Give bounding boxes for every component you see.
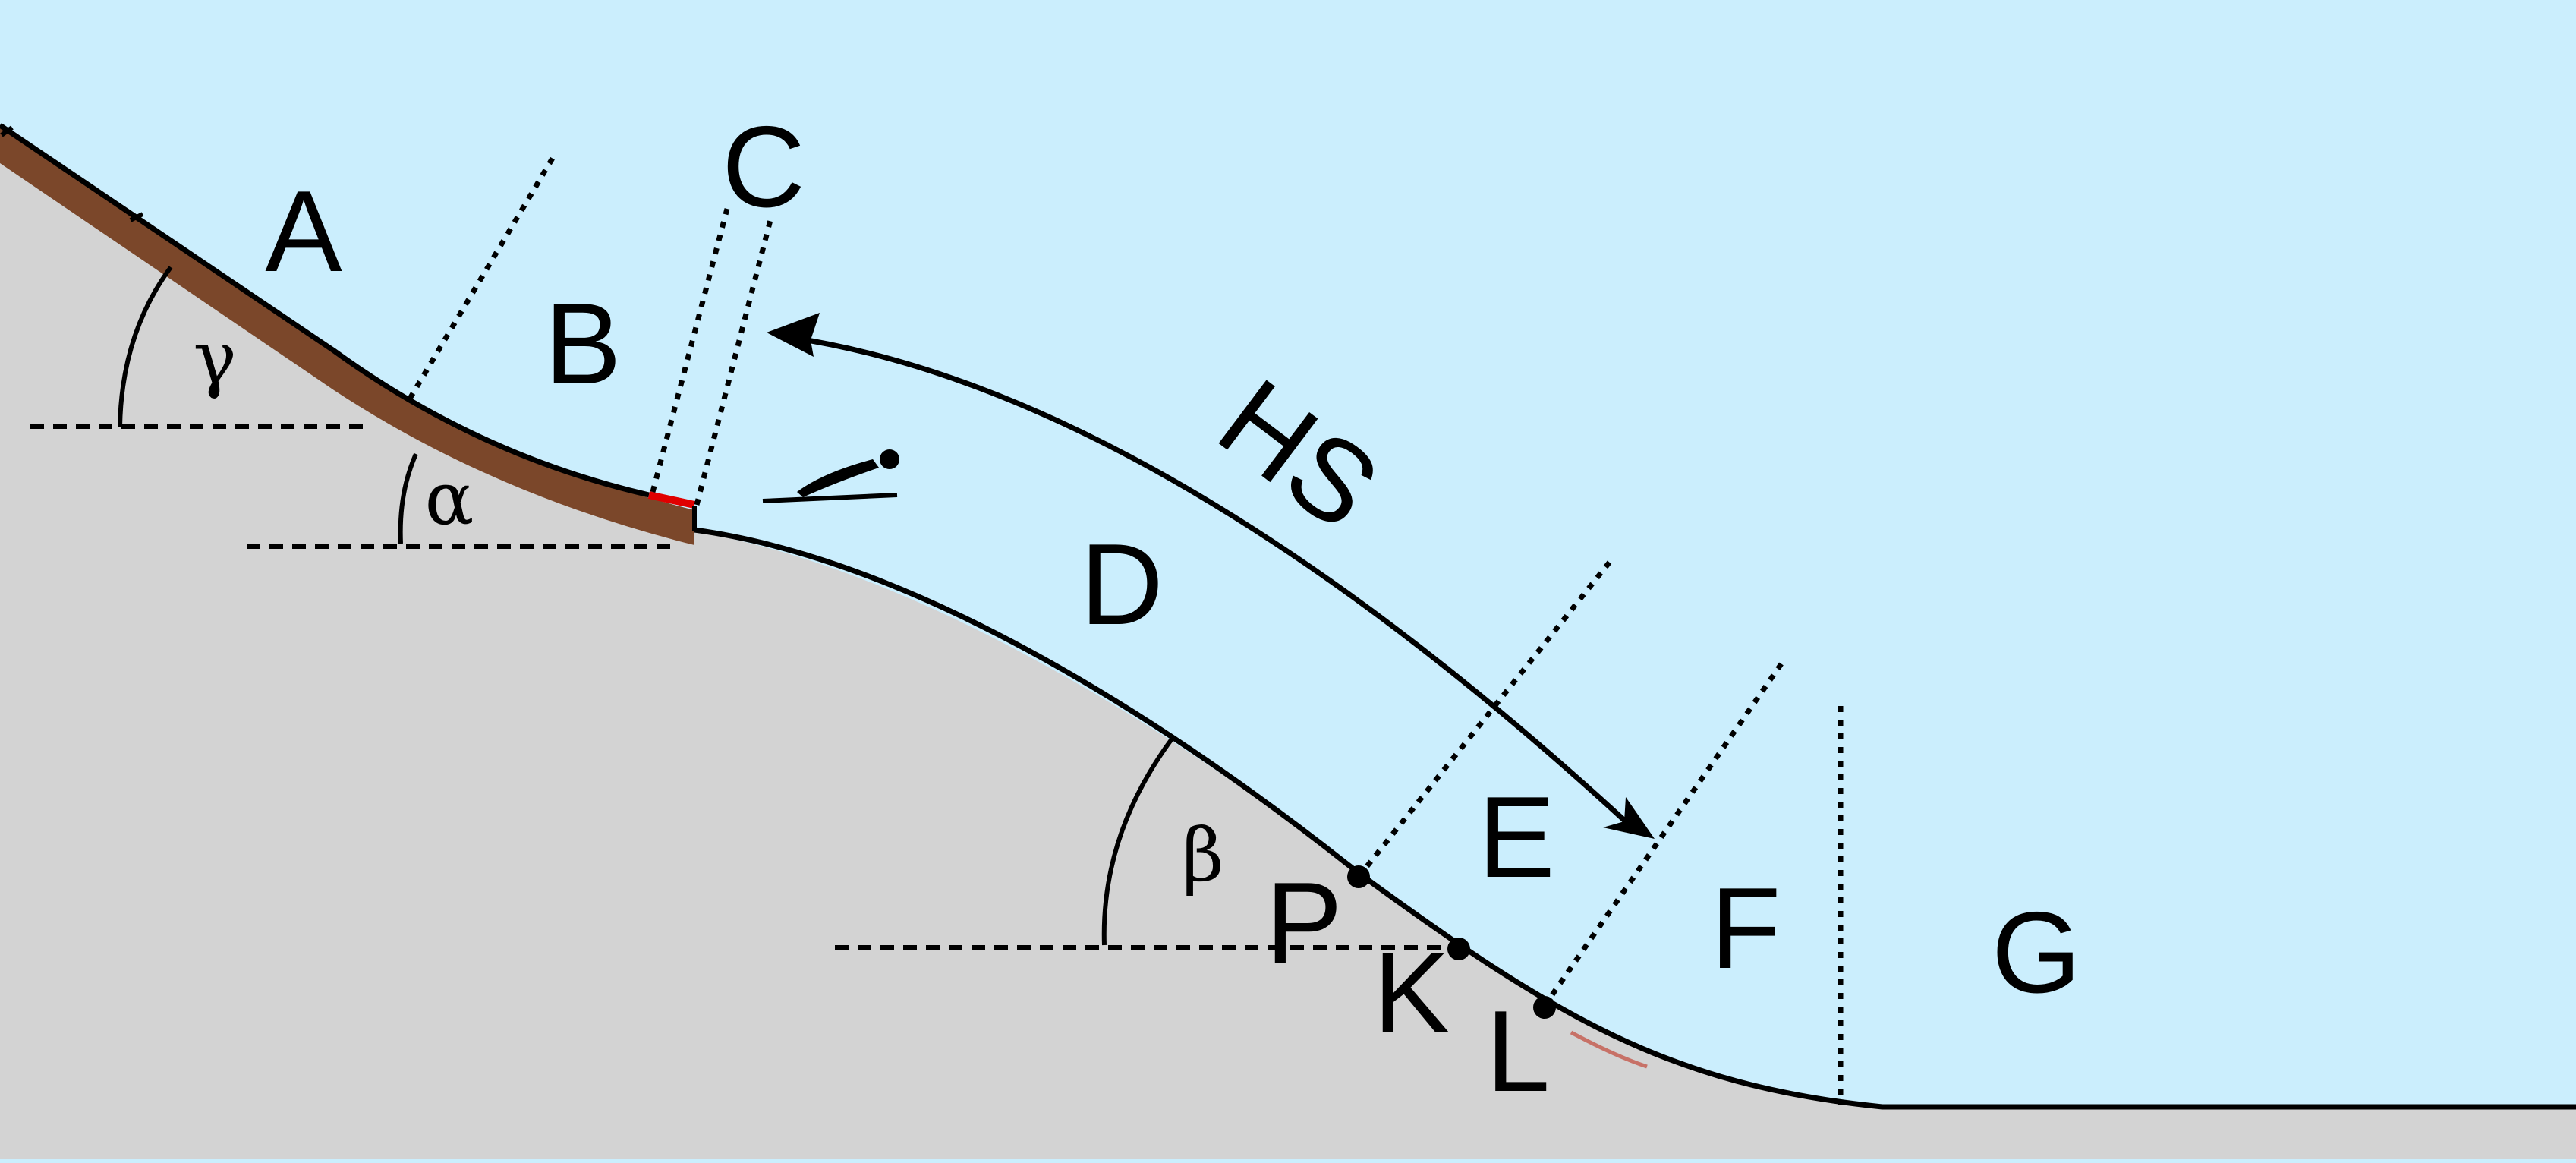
label-g: G <box>1992 888 2081 1017</box>
point-p-marker <box>1347 865 1370 888</box>
inrun-top-marker <box>0 125 14 137</box>
label-d: D <box>1080 520 1164 649</box>
label-p: P <box>1265 859 1342 988</box>
hs-arrowhead-end <box>1603 797 1655 839</box>
label-c: C <box>722 102 805 232</box>
inrun-edge-line <box>0 123 650 498</box>
label-b: B <box>544 279 621 408</box>
ski-jumper-icon <box>762 449 899 503</box>
landing-red-segment <box>1570 1030 1648 1069</box>
landing-hill-profile <box>694 527 2576 1110</box>
point-k-marker <box>1447 938 1470 960</box>
gamma-arc <box>118 266 173 427</box>
label-f: F <box>1711 864 1781 993</box>
label-a: A <box>265 167 342 296</box>
alpha-arc <box>398 452 418 544</box>
hs-arrow <box>792 335 1630 826</box>
takeoff-edge <box>647 491 696 509</box>
inrun-track <box>0 125 694 545</box>
label-e: E <box>1478 773 1554 902</box>
beta-arc <box>1101 736 1175 946</box>
hs-arrowhead-start <box>767 313 820 357</box>
divider-a-b <box>407 154 557 400</box>
label-beta: β <box>1182 813 1224 898</box>
ground <box>0 163 2576 1159</box>
divider-e-f <box>1542 659 1786 1007</box>
label-gamma: γ <box>193 316 236 401</box>
inrun-marker-2 <box>129 212 144 222</box>
label-alpha: α <box>425 456 474 541</box>
point-l-marker <box>1533 996 1556 1019</box>
label-l: L <box>1486 987 1551 1116</box>
label-k: K <box>1373 928 1450 1057</box>
